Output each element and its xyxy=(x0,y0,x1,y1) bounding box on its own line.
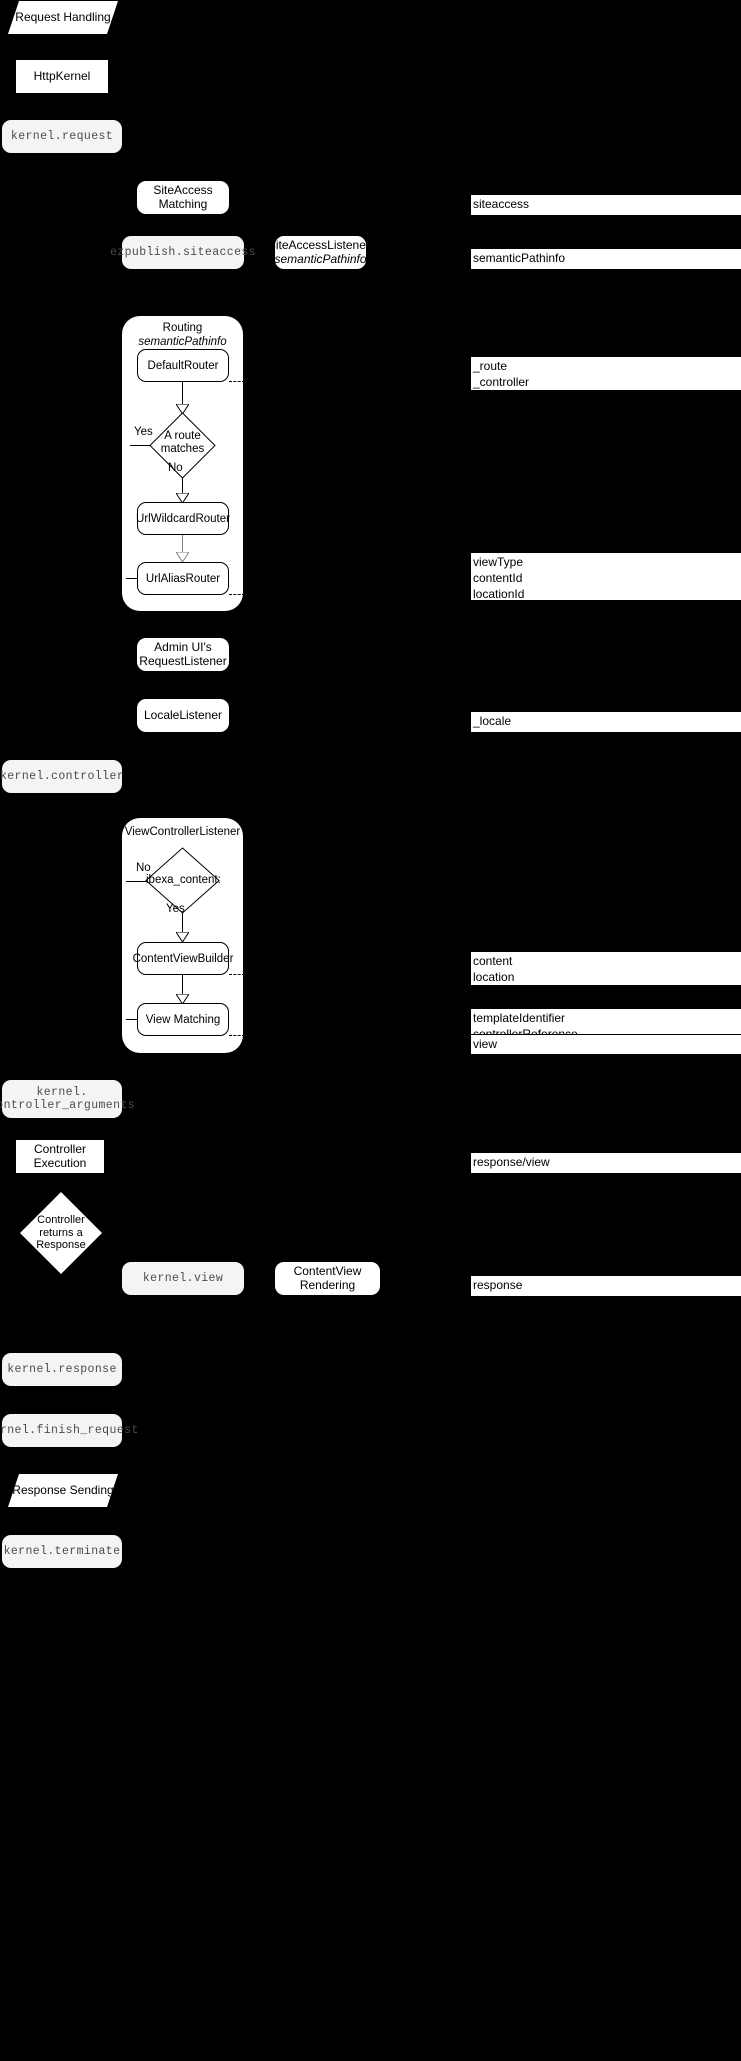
attr-view-only-line-0: view xyxy=(473,1037,498,1051)
event-ezpublish-siteaccess-label: ezpublish.siteaccess xyxy=(109,245,257,259)
node-default-router-label: DefaultRouter xyxy=(147,359,219,372)
node-siteaccess-matching: SiteAccess Matching xyxy=(137,181,229,214)
container-routing-title-line1: Routing semanticPathinfo xyxy=(138,322,227,348)
node-controller-execution-label: Controller Execution xyxy=(33,1141,87,1170)
node-siteaccess-listener-line1: SiteAccessListener: xyxy=(267,237,374,252)
connector-view-matching-left xyxy=(126,1019,138,1020)
attr-response-view: response/view xyxy=(471,1153,741,1173)
dash-alias-router xyxy=(229,594,245,595)
attr-view: view xyxy=(471,1034,741,1054)
connector-yes-ibexa xyxy=(182,913,183,935)
node-siteaccess-listener: SiteAccessListener: semanticPathinfo xyxy=(268,236,373,269)
event-kernel-request-label: kernel.request xyxy=(10,129,114,143)
attr-semantic-pathinfo-line-0: semanticPathinfo xyxy=(473,251,566,265)
dash-default-router xyxy=(229,381,245,382)
event-kernel-finish-request: kernel.finish_request xyxy=(0,1414,138,1447)
attr-content-location-line-0: content xyxy=(473,954,513,968)
banner-request-handling-label: Request Handling xyxy=(15,9,111,24)
node-admin-ui-request-listener: Admin UI's RequestListener xyxy=(137,638,229,671)
node-admin-ui-line2: RequestListener xyxy=(139,653,227,668)
event-kernel-controller-arguments: kernel. controller_arguments xyxy=(0,1080,135,1118)
attr-route-controller-line-1: _controller xyxy=(473,375,530,390)
event-controller-arguments-line2: controller_arguments xyxy=(0,1099,136,1112)
event-kernel-finish-request-label: kernel.finish_request xyxy=(0,1423,139,1437)
attr-response: response xyxy=(471,1276,741,1296)
connector-yes-branch xyxy=(130,445,151,446)
decision-a-route-matches: A route matches xyxy=(149,412,216,479)
node-locale-listener: LocaleListener xyxy=(137,699,229,732)
event-kernel-view-label: kernel.view xyxy=(142,1271,224,1285)
node-url-wildcard-router-label: UrlWildcardRouter xyxy=(136,512,230,525)
event-kernel-response: kernel.response xyxy=(2,1353,122,1386)
node-siteaccess-matching-label: SiteAccess Matching xyxy=(153,182,213,211)
node-locale-listener-label: LocaleListener xyxy=(143,707,223,722)
attr-content-location-line-1: location xyxy=(473,970,515,985)
controller-decision-line1: Controller xyxy=(37,1214,85,1227)
event-kernel-terminate-label: kernel.terminate xyxy=(3,1544,121,1558)
decision-controller-returns-response-label: Controller returns a Response xyxy=(20,1214,102,1252)
controller-decision-line3: Response xyxy=(36,1239,86,1252)
connector-wildcard-alias xyxy=(182,535,183,555)
attr-response-line-0: response xyxy=(473,1278,523,1292)
dash-view-matching xyxy=(229,1035,245,1036)
node-siteaccess-listener-line2: semanticPathinfo xyxy=(274,251,367,266)
node-contentview-rendering: ContentView Rendering xyxy=(275,1262,380,1295)
attr-view-line-1: contentId xyxy=(473,571,523,586)
attr-siteaccess-line-0: siteaccess xyxy=(473,197,530,211)
event-ezpublish-siteaccess: ezpublish.siteaccess xyxy=(110,236,256,269)
node-contentview-rendering-label: ContentView Rendering xyxy=(293,1263,362,1292)
dash-content-view-builder xyxy=(229,974,245,975)
connector-alias-left xyxy=(126,578,138,579)
node-controller-execution: Controller Execution xyxy=(16,1140,104,1173)
attr-response-view-line-0: response/view xyxy=(473,1155,550,1169)
attr-locale: _locale xyxy=(471,712,741,732)
attr-siteaccess: siteaccess xyxy=(471,195,741,215)
node-view-matching: View Matching xyxy=(137,1003,229,1036)
event-kernel-view: kernel.view xyxy=(122,1262,244,1295)
decision-ibexa-content: ibexa_content: xyxy=(145,847,221,914)
banner-response-sending: Response Sending xyxy=(8,1474,118,1507)
connector-builder-matching xyxy=(182,975,183,997)
event-kernel-request: kernel.request xyxy=(2,120,122,153)
event-kernel-controller: kernel.controller xyxy=(0,760,125,793)
node-url-wildcard-router: UrlWildcardRouter xyxy=(136,502,230,535)
attr-view-line-0: viewType xyxy=(473,555,524,569)
controller-decision-line2: returns a xyxy=(39,1226,83,1239)
attr-route-controller-line-0: _route xyxy=(473,359,508,373)
node-http-kernel-label: HttpKernel xyxy=(33,68,91,83)
attr-locale-line-0: _locale xyxy=(473,714,512,728)
attr-content-location: content location xyxy=(471,952,741,985)
node-admin-ui-line1: Admin UI's xyxy=(154,639,212,654)
node-default-router: DefaultRouter xyxy=(137,349,229,382)
banner-request-handling: Request Handling xyxy=(8,1,118,34)
connector-no-branch xyxy=(182,478,183,498)
attr-viewtype-contentid-locationid: viewType contentId locationId xyxy=(471,553,741,602)
connector-defaultrouter-decision xyxy=(182,382,183,407)
attr-view-line-2: locationId xyxy=(473,587,525,602)
event-kernel-response-label: kernel.response xyxy=(7,1362,117,1376)
node-url-alias-router-label: UrlAliasRouter xyxy=(145,572,221,585)
event-kernel-controller-label: kernel.controller xyxy=(0,769,125,783)
decision-controller-returns-response: Controller returns a Response xyxy=(20,1192,102,1274)
node-content-view-builder-label: ContentViewBuilder xyxy=(132,952,234,965)
event-kernel-terminate: kernel.terminate xyxy=(2,1535,122,1568)
event-controller-arguments-line1: kernel. xyxy=(36,1085,88,1099)
node-http-kernel: HttpKernel xyxy=(16,60,108,93)
banner-response-sending-label: Response Sending xyxy=(12,1482,114,1497)
node-content-view-builder: ContentViewBuilder xyxy=(133,942,233,975)
attr-template-controller-line-0: templateIdentifier xyxy=(473,1011,566,1025)
connector-no-ibexa xyxy=(126,881,147,882)
attr-semantic-pathinfo: semanticPathinfo xyxy=(471,249,741,269)
node-view-matching-label: View Matching xyxy=(145,1013,221,1026)
container-view-controller-title: ViewControllerListener xyxy=(124,826,241,838)
node-url-alias-router: UrlAliasRouter xyxy=(137,562,229,595)
attr-route-controller: _route _controller xyxy=(471,357,741,390)
